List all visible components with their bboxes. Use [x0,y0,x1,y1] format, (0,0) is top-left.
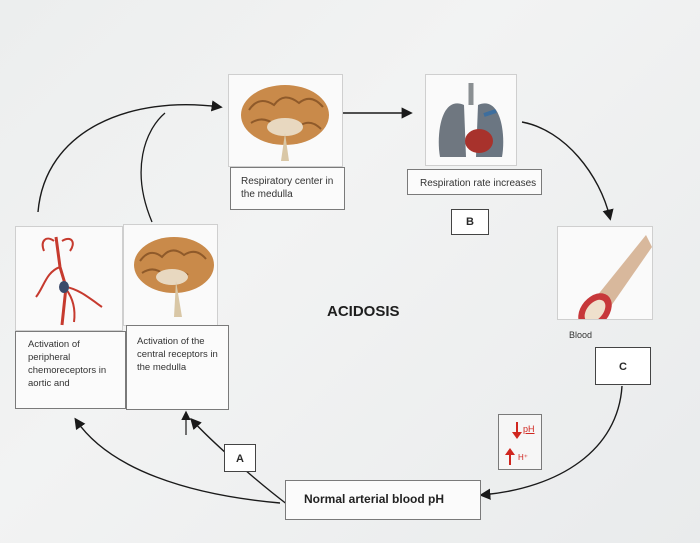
peripheral-box: Activation of peripheral chemoreceptors … [15,331,126,409]
brain-image-top [228,74,343,167]
arrow-blood-to-ph [479,385,623,500]
blood-label: Blood [569,330,593,340]
arrow-lungs-to-blood [521,121,614,221]
label-b-box: B [451,209,489,235]
arrow-ph-to-peripheral [74,417,281,504]
label-a-box: A [224,444,256,472]
central-receptors-label: Activation of the central receptors in t… [137,336,218,373]
arteries-image [15,226,123,331]
normal-ph-box: Normal arterial blood pH [285,480,481,520]
respiration-rate-box: Respiration rate increases [407,169,542,195]
down-arrow-icon [512,422,522,439]
ph-indicator: pH H⁺ [498,414,542,470]
blood-vessel-image [557,226,653,329]
peripheral-label: Activation of peripheral chemoreceptors … [28,339,107,389]
central-receptors-box: Activation of the central receptors in t… [126,325,229,410]
brain-icon [241,85,329,161]
lungs-icon [438,83,504,157]
arrow-peripheral-to-brain [37,100,223,213]
brain-icon [134,237,214,317]
blood-vessel-icon [578,235,652,329]
acidosis-title: ACIDOSIS [327,303,400,320]
ph-text: pH [523,424,535,434]
h-text: H⁺ [518,453,528,462]
arrow-central-to-brain [140,112,166,223]
lungs-image [425,74,517,166]
up-arrow-icon [505,448,515,465]
arteries-icon [35,236,103,326]
respiration-rate-label: Respiration rate increases [420,178,537,189]
respiratory-center-box: Respiratory center in the medulla [230,167,345,210]
label-c-box: C [595,347,651,385]
respiratory-center-label: Respiratory center in the medulla [241,176,334,200]
normal-ph-label: Normal arterial blood pH [304,492,445,506]
brain-image-left [123,224,218,326]
